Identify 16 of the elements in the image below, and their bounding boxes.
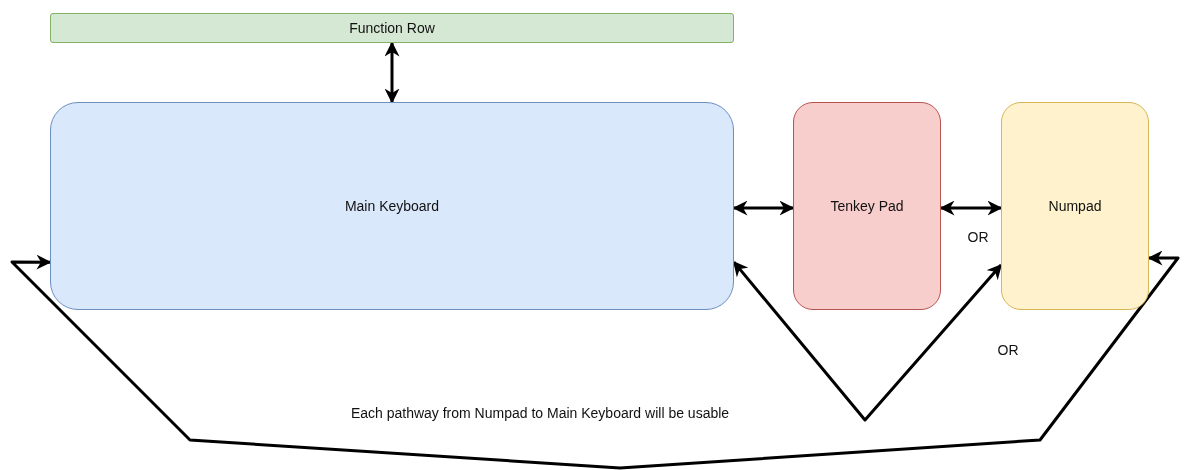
arrow (732, 261, 1003, 422)
box-label: Main Keyboard (344, 198, 440, 214)
box-label: Numpad (1048, 198, 1102, 214)
arrow (732, 200, 795, 216)
arrow (939, 200, 1003, 216)
component-box (1001, 102, 1149, 310)
box-label: Function Row (349, 20, 435, 36)
component-box (50, 102, 734, 310)
arrow (384, 41, 400, 104)
component-box (793, 102, 941, 310)
box-label: Tenkey Pad (830, 198, 904, 214)
component-box (50, 13, 734, 43)
option-label: OR (967, 229, 989, 245)
option-label: OR (997, 342, 1019, 358)
arrow (10, 250, 1180, 470)
note-text: Each pathway from Numpad to Main Keyboard will be usable (350, 405, 730, 421)
